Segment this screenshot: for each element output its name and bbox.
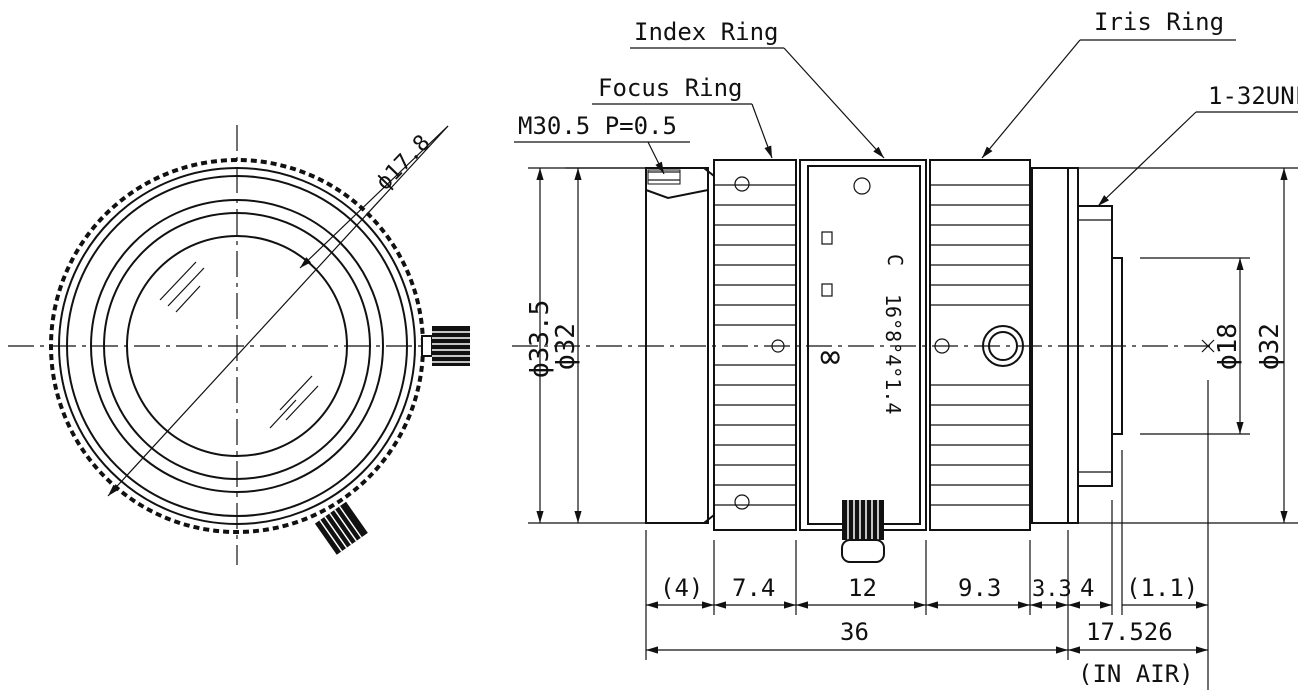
dim-segment-flange: (1.1) [1126,574,1198,602]
front-view: ϕ17.8 [8,125,470,565]
dim-segment-index: 12 [848,574,877,602]
front-outer-ring [58,167,416,525]
glass-reflection [159,261,319,429]
dim-segment-mount: 4 [1080,574,1094,602]
rear-body [1031,167,1123,524]
label-filter-thread: M30.5 P=0.5 [518,112,677,140]
front-lens-glass [126,235,348,457]
focus-ring-body [713,159,797,531]
dim-segment-iris: 9.3 [958,574,1001,602]
dim-mount-diameter: ϕ18 [1213,323,1243,370]
dim-segment-front: (4) [660,574,703,602]
dim-back-focus-note: (IN AIR) [1078,660,1194,688]
front-barrel [645,167,709,524]
dim-rear-diameter: ϕ32 [1255,323,1285,370]
front-lock-screw-bottom [314,501,368,555]
dim-segment-focus: 7.4 [732,574,775,602]
dim-back-focus: 17.526 [1086,618,1173,646]
dim-total-length: 36 [840,618,869,646]
dim-body-diameter: ϕ32 [551,323,581,370]
label-index-ring: Index Ring [634,18,779,46]
infinity-mark: ∞ [820,337,840,377]
side-lock-screw [841,500,885,563]
index-ring-body: ∞ C 16°8°4°1.4 [799,159,927,531]
front-lock-screw-right [421,326,470,366]
front-diameter-label: ϕ17.8 [371,130,435,195]
iris-ring-body [929,159,1031,531]
focus-distance-scale: 16°8°4°1.4 [881,294,905,414]
label-focus-ring: Focus Ring [598,74,743,102]
focus-c-mark: C [883,254,907,266]
dim-segment-rear: 3.3 [1032,577,1072,602]
focal-point-mark [1201,339,1215,353]
side-view: ∞ C 16°8°4°1.4 [512,159,1298,690]
extension-lines [528,167,1298,690]
dim-outer-diameter: ϕ33.5 [525,300,555,378]
label-iris-ring: Iris Ring [1094,8,1224,36]
